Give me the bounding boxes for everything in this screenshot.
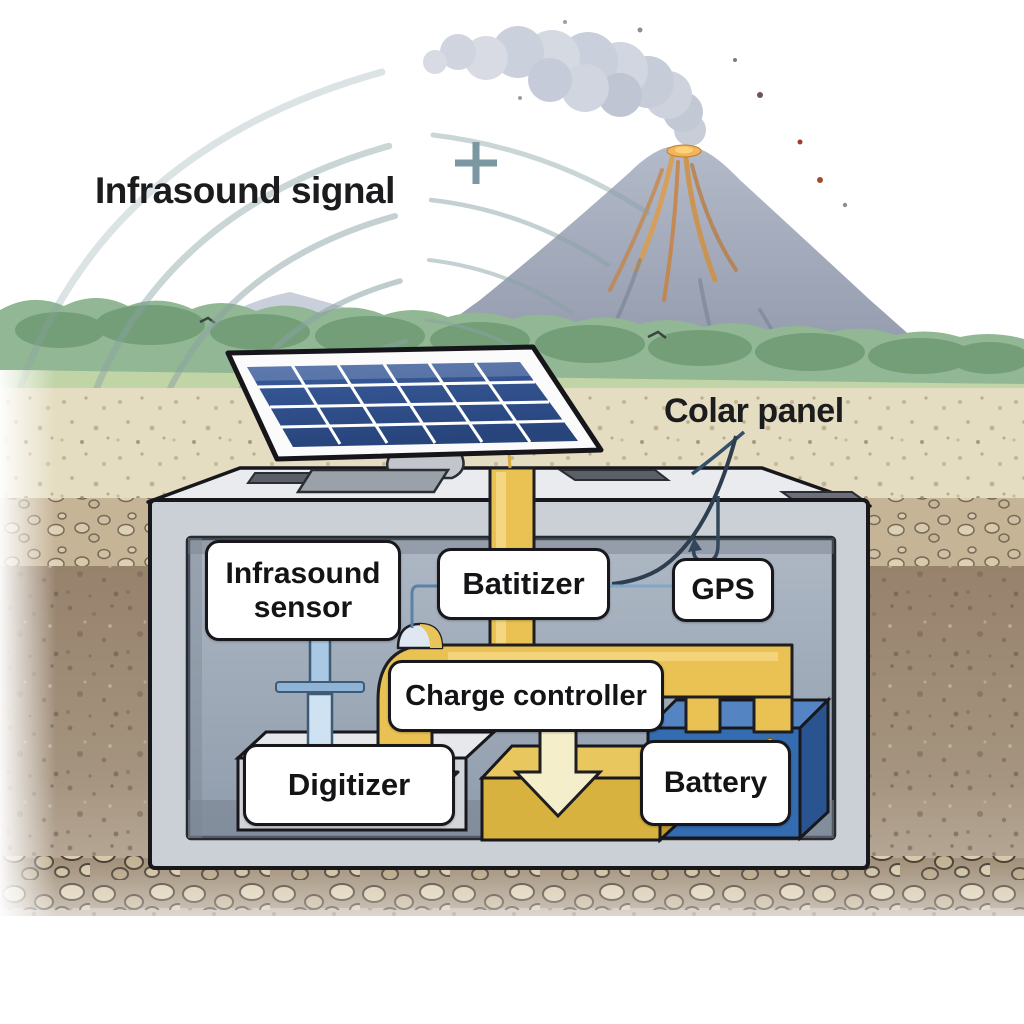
label-charge-controller: Charge controller (388, 660, 664, 732)
label-gps: GPS (672, 558, 774, 622)
panel-grid (257, 362, 565, 445)
infrasound-signal-annotation: Infrasound signal (95, 170, 395, 211)
crater-core (675, 146, 693, 154)
gps-antenna-arrowhead (688, 538, 702, 552)
label-battery: Battery (640, 740, 791, 826)
solar-panel-leader-line (690, 430, 746, 476)
label-digitizer: Digitizer (243, 744, 455, 826)
bottom-fade (0, 860, 1024, 1024)
ash-speckles (518, 20, 848, 208)
panel-mount (295, 450, 465, 494)
gps-cable (611, 435, 738, 586)
solar-panel (225, 344, 604, 494)
pipe-leg-left (684, 695, 722, 734)
left-fade (0, 370, 56, 930)
batitizer-left-cable (410, 584, 443, 628)
label-infrasound-sensor: Infrasound sensor (205, 540, 401, 641)
label-batitizer: Batitizer (437, 548, 610, 620)
solar-panel-annotation: Colar panel (664, 392, 844, 430)
pipe-leg-right (752, 695, 794, 734)
smoke-plume (423, 20, 848, 208)
plus-cross-marker (455, 142, 497, 184)
